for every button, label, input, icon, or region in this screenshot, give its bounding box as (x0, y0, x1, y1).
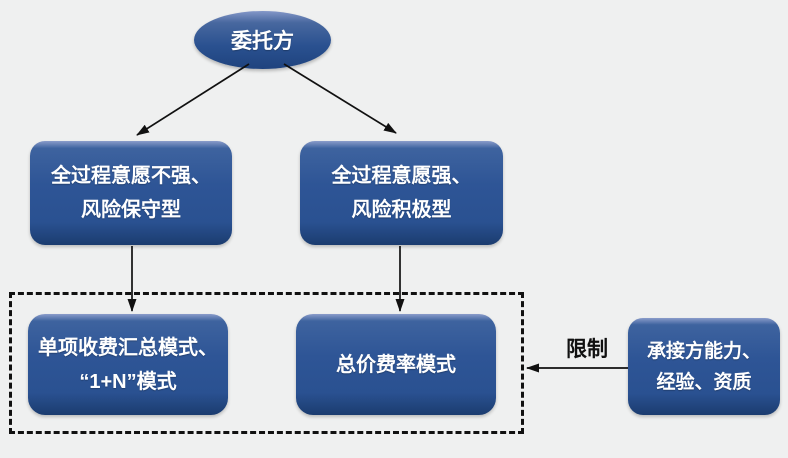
node-itemized-fee-mode-line2: “1+N”模式 (79, 370, 177, 393)
node-weak-willingness: 全过程意愿不强、 风险保守型 (30, 141, 232, 245)
arrow-principal-to-weak (136, 63, 250, 136)
node-contractor-capability: 承接方能力、 经验、资质 (628, 318, 780, 415)
node-weak-willingness-line2: 风险保守型 (81, 199, 181, 221)
node-principal: 委托方 (194, 11, 331, 69)
edge-label-restrict: 限制 (566, 338, 608, 361)
node-contractor-capability-line1: 承接方能力、 (646, 340, 761, 362)
fee-mode-group-frame (9, 292, 524, 434)
node-principal-label: 委托方 (231, 30, 294, 53)
node-contractor-capability-line2: 经验、资质 (656, 371, 752, 393)
arrow-principal-to-strong (283, 63, 397, 134)
node-itemized-fee-mode-line1: 单项收费汇总模式、 (38, 336, 218, 359)
node-lumpsum-rate-mode: 总价费率模式 (296, 314, 496, 415)
node-strong-willingness-line1: 全过程意愿强、 (331, 165, 472, 187)
node-itemized-fee-mode: 单项收费汇总模式、 “1+N”模式 (28, 314, 228, 415)
node-strong-willingness-line2: 风险积极型 (351, 199, 452, 221)
node-lumpsum-rate-mode-label: 总价费率模式 (336, 353, 456, 376)
node-strong-willingness: 全过程意愿强、 风险积极型 (300, 141, 503, 245)
node-weak-willingness-line1: 全过程意愿不强、 (51, 165, 211, 187)
